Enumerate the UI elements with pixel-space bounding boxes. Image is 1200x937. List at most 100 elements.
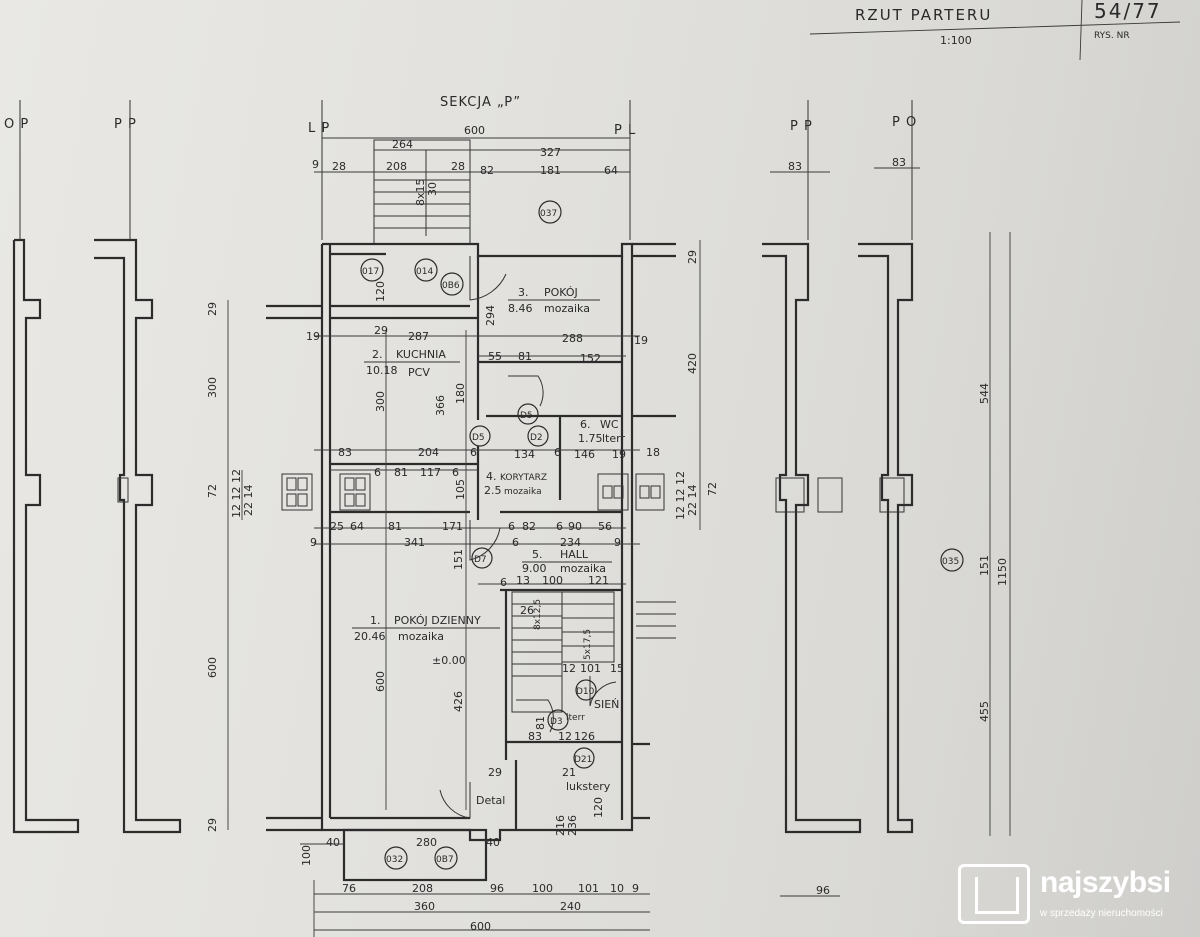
dim-row6-a: 9	[310, 536, 317, 549]
dim-row3-d: 134	[514, 448, 535, 461]
dim-row3-a: 83	[338, 446, 352, 459]
dim-bot-360: 360	[414, 900, 435, 913]
tag-d10: D10	[576, 687, 595, 697]
dim-left-29b: 29	[206, 818, 219, 832]
room-4-number: 4.	[486, 470, 497, 483]
right-unit-walls: 83 83 96	[762, 156, 920, 897]
dim-sien-216: 216	[554, 815, 567, 836]
room-5-area: 9.00	[522, 562, 547, 575]
level-mark: ±0.00	[432, 654, 466, 667]
dim-sien-12: 12	[558, 730, 572, 743]
tag-0b7: 0B7	[436, 855, 454, 865]
section-label: SEKCJA „P”	[440, 95, 521, 110]
dim-top-a: 264	[392, 138, 413, 151]
axis-letters-center-right: P L	[614, 123, 636, 138]
axis-letters-far-right: P O	[892, 115, 917, 130]
main-building-walls	[266, 242, 676, 842]
dim-stair-a: 8x15	[414, 178, 427, 206]
dim-row1-d: 288	[562, 332, 583, 345]
dim-right-544: 544	[978, 383, 991, 404]
dim-row3-e: 6	[554, 446, 561, 459]
dim-row2-a: 55	[488, 350, 502, 363]
dim-top-c2: 28	[332, 160, 346, 173]
interior-stair	[511, 591, 676, 713]
dim-row3-g: 19	[612, 448, 626, 461]
dim-row5-i: 56	[598, 520, 612, 533]
tag-0b6: 0B6	[442, 281, 460, 291]
room-6-number: 6.	[580, 418, 591, 431]
dim-sien-120: 120	[592, 797, 605, 818]
door-tags: D5 D5 D2 D7 D10 D3 D21	[469, 403, 597, 769]
dim-top-c6: 181	[540, 164, 561, 177]
dim-left-2214: 22 14	[242, 485, 255, 517]
dim-side-83b: 83	[892, 156, 906, 169]
dim-pok-h2: 120	[374, 281, 387, 302]
dim-top-b: 327	[540, 146, 561, 159]
dim-row3-b: 204	[418, 446, 439, 459]
room-4-name: KORYTARZ	[500, 473, 547, 483]
watermark-logo: najszybsi w sprzedaży nieruchomości	[958, 864, 1194, 926]
dim-row5-d: 171	[442, 520, 463, 533]
room-2-finish: PCV	[408, 366, 430, 379]
dim-row1-e: 19	[634, 334, 648, 347]
dim-row4-b: 81	[394, 466, 408, 479]
room-5-number: 5.	[532, 548, 543, 561]
axis-letters-far-left: O P	[4, 117, 29, 132]
dim-top-c3: 208	[386, 160, 407, 173]
room-6-area: 1.75	[578, 432, 603, 445]
room-2-number: 2.	[372, 348, 383, 361]
dim-row5-b: 64	[350, 520, 364, 533]
dim-bot-96: 96	[490, 882, 504, 895]
dim-sien-21: 21	[562, 766, 576, 779]
watermark-house-icon	[958, 864, 1030, 924]
dim-left-300: 300	[206, 377, 219, 398]
dim-top-c7: 64	[604, 164, 618, 177]
room-1-number: 1.	[370, 614, 381, 627]
dim-row7-e: 121	[588, 574, 609, 587]
dim-left-600: 600	[206, 657, 219, 678]
tag-037: 037	[540, 209, 557, 219]
dim-kitchen-h2: 366	[434, 395, 447, 416]
dim-stair-8x125: 8x12,5	[533, 599, 543, 630]
room-5-name: HALL	[560, 548, 589, 561]
dim-bot-9: 9	[632, 882, 639, 895]
dim-bot-100: 100	[300, 845, 313, 866]
dim-row2-b: 81	[518, 350, 532, 363]
tag-d7: D7	[474, 555, 487, 565]
tag-017: 017	[362, 267, 379, 277]
tag-032: 032	[386, 855, 403, 865]
tag-d5-b: D5	[472, 433, 485, 443]
dim-row6-c: 6	[512, 536, 519, 549]
dim-top-c4: 28	[451, 160, 465, 173]
dim-row3-h: 18	[646, 446, 660, 459]
main-right-dimensions: 29 420 72 12 12 12 22 14	[674, 240, 719, 530]
dim-row6-d: 234	[560, 536, 581, 549]
dim-sien-126: 126	[574, 730, 595, 743]
title-block: RZUT PARTERU 1:100 54/77 RYS. NR	[809, 0, 1181, 61]
far-right-dimensions: 544 151 455 1150	[978, 232, 1011, 836]
terr-label: lterr	[566, 713, 585, 723]
room-pokoj-dzienny: 1. POKÓJ DZIENNY 20.46 mozaika	[352, 614, 500, 643]
sheet-label: RYS. NR	[1094, 31, 1130, 41]
dim-right-1150: 1150	[996, 558, 1009, 586]
dim-bot-40b: 40	[486, 836, 500, 849]
dim-top-c5: 82	[480, 164, 494, 177]
room-1-name: POKÓJ DZIENNY	[394, 614, 481, 627]
dim-left-12: 12 12 12	[230, 469, 243, 518]
room-1-finish: mozaika	[398, 630, 444, 643]
dim-right-455: 455	[978, 701, 991, 722]
lukstery-label: lukstery	[566, 780, 611, 793]
dim-row7-c: 13	[516, 574, 530, 587]
dim-bot-600: 600	[470, 920, 491, 933]
drawing-scale: 1:100	[940, 34, 972, 47]
dim-stair-15: 15	[610, 662, 624, 675]
dim-row5-g: 6	[556, 520, 563, 533]
room-3-area: 8.46	[508, 302, 533, 315]
dim-bot-40a: 40	[326, 836, 340, 849]
tag-d21: D21	[574, 755, 592, 765]
dim-stair-26: 26	[520, 604, 534, 617]
dim-side-83a: 83	[788, 160, 802, 173]
sheet-number: 54/77	[1094, 0, 1162, 23]
dim-row7-d: 100	[542, 574, 563, 587]
